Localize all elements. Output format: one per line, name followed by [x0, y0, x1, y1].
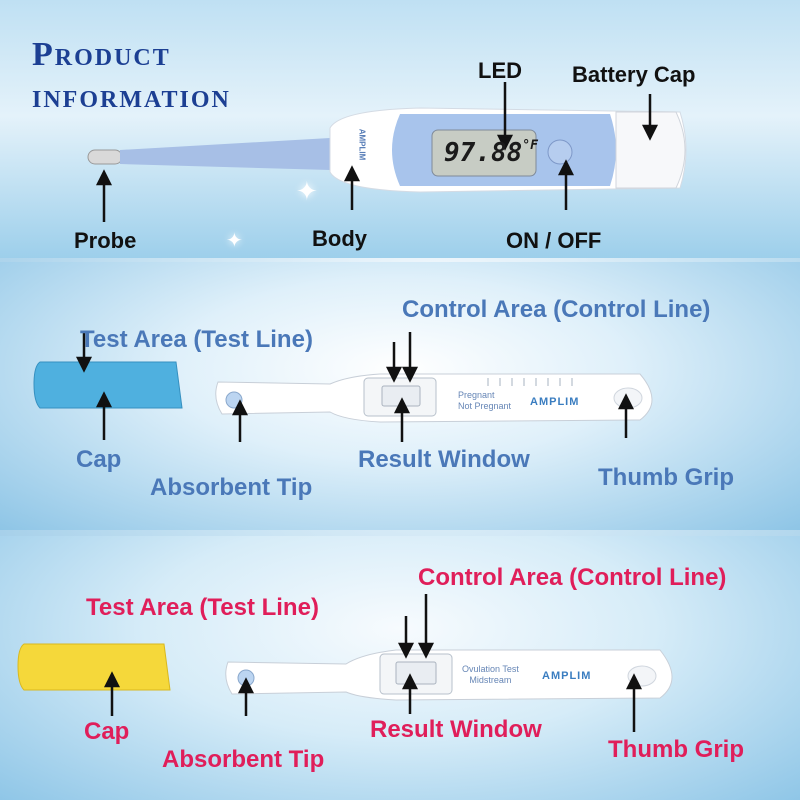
absorbent-tip-label: Absorbent Tip [150, 474, 313, 501]
thermometer-brand: AMPLIM [357, 128, 367, 161]
thumb-grip-label: Thumb Grip [608, 736, 744, 763]
thermometer-illustration [87, 82, 687, 222]
battery-cap [615, 111, 686, 189]
ovulation-test-illustration [17, 594, 673, 732]
on-off-label: ON / OFF [506, 228, 602, 253]
battery-cap-label: Battery Cap [572, 62, 696, 87]
device-brand: AMPLIM [542, 670, 592, 682]
pregnancy-test-panel: Pregnant Not Pregnant AMPLIM Control Are… [0, 262, 800, 530]
probe-label: Probe [74, 228, 137, 253]
control-area-label: Control Area (Control Line) [418, 564, 727, 591]
control-area-label: Control Area (Control Line) [402, 296, 711, 323]
led-label: LED [478, 58, 522, 83]
power-button[interactable] [547, 139, 573, 165]
test-cap [33, 361, 183, 409]
lcd-reading: 97.88°F [444, 138, 538, 168]
device-result-legend: Pregnant Not Pregnant [458, 390, 512, 411]
device-brand: AMPLIM [530, 396, 580, 408]
result-window-label: Result Window [370, 716, 542, 743]
probe-tip [87, 149, 123, 165]
probe-stem [120, 138, 330, 170]
pregnancy-test-illustration [33, 332, 653, 442]
test-area-label: Test Area (Test Line) [86, 594, 319, 621]
result-window [395, 661, 437, 685]
absorbent-tip-label: Absorbent Tip [162, 746, 325, 773]
thumb-grip-label: Thumb Grip [598, 464, 734, 491]
body-label: Body [312, 226, 367, 251]
test-cap [17, 643, 171, 691]
test-area-label: Test Area (Test Line) [80, 326, 313, 353]
result-window-label: Result Window [358, 446, 530, 473]
lcd-screen [431, 129, 537, 177]
cap-label: Cap [84, 718, 130, 745]
page-title: Product information [32, 36, 231, 115]
thermometer-panel: Product information 97.88°F AMPLIM LED B… [0, 0, 800, 258]
sparkle-icon: ✦ [226, 230, 243, 252]
sparkle-icon: ✦ [296, 176, 318, 206]
ovulation-test-panel: Ovulation Test Midstream AMPLIM Control … [0, 536, 800, 800]
cap-label: Cap [76, 446, 122, 473]
device-result-legend: Ovulation Test Midstream [462, 664, 519, 685]
